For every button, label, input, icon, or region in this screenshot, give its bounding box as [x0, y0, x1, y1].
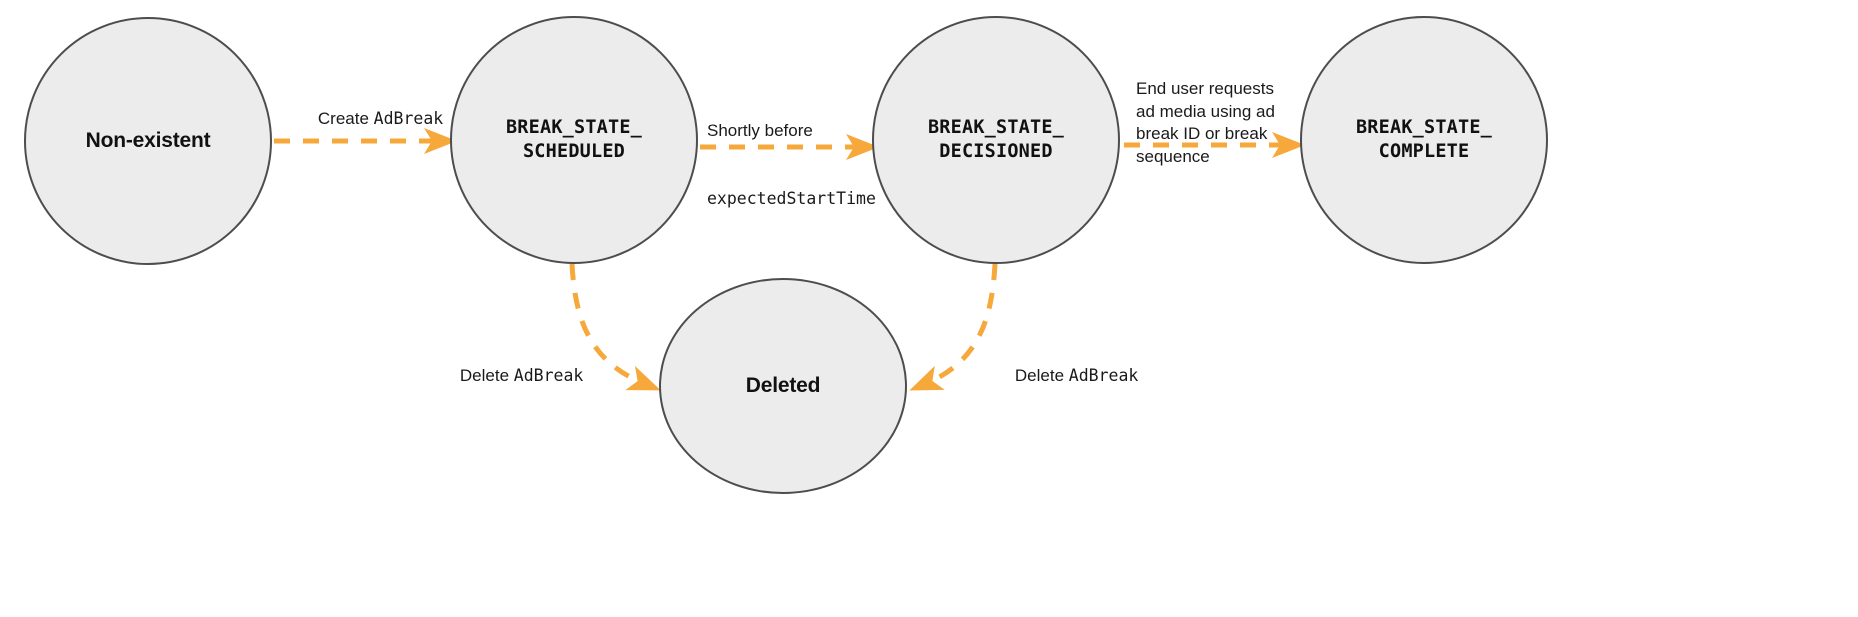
edge-delete-from-scheduled [569, 263, 661, 391]
edge-label-text-sans: Delete [1014, 365, 1069, 385]
edge-label-text-mono: AdBreak [513, 365, 584, 385]
edge-label-line-1: Shortly before [707, 121, 813, 141]
state-node-label: Non-existent [85, 128, 211, 152]
state-node-break-state-scheduled[interactable]: BREAK_STATE_ SCHEDULED [450, 16, 698, 264]
state-node-label: BREAK_STATE_ COMPLETE [1355, 117, 1493, 162]
state-node-break-state-decisioned[interactable]: BREAK_STATE_ DECISIONED [872, 16, 1120, 264]
edge-label-delete-from-scheduled: Delete AdBreak [441, 342, 583, 410]
edge-label-text: End user requests ad media using ad brea… [1136, 79, 1275, 167]
state-node-deleted[interactable]: Deleted [659, 278, 907, 494]
state-node-label: BREAK_STATE_ DECISIONED [927, 117, 1065, 162]
state-node-break-state-complete[interactable]: BREAK_STATE_ COMPLETE [1300, 16, 1548, 264]
state-node-label: BREAK_STATE_ SCHEDULED [505, 117, 643, 162]
edge-label-line-2: expectedStartTime [707, 189, 876, 209]
state-node-label: Deleted [745, 373, 821, 397]
state-node-non-existent[interactable]: Non-existent [24, 17, 272, 265]
edge-label-end-user-requests: End user requests ad media using ad brea… [1136, 33, 1275, 214]
edge-label-text-mono: AdBreak [373, 108, 444, 128]
edge-delete-from-decisioned [909, 263, 998, 391]
edge-label-delete-from-decisioned: Delete AdBreak [996, 342, 1138, 410]
edge-label-text-sans: Delete [459, 365, 514, 385]
edge-label-create-adbreak: Create AdBreak [299, 85, 443, 153]
edge-label-text-mono: AdBreak [1068, 365, 1139, 385]
edge-label-shortly-before: Shortly before expectedStartTime [707, 75, 876, 255]
edge-label-text-sans: Create [317, 108, 374, 128]
